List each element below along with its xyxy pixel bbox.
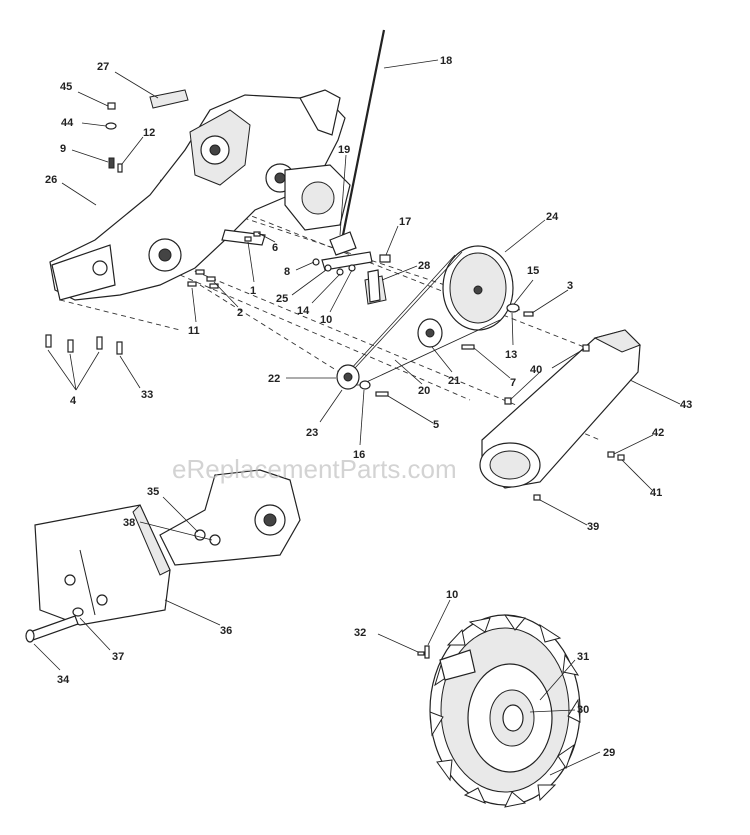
callout-35: 35 xyxy=(147,486,159,498)
callout-10-upper: 10 xyxy=(320,314,332,326)
callout-10-lower: 10 xyxy=(446,589,458,601)
callout-24: 24 xyxy=(546,211,559,223)
callout-6: 6 xyxy=(272,242,278,254)
callout-26: 26 xyxy=(45,174,57,186)
callout-31: 31 xyxy=(577,651,589,663)
callout-21: 21 xyxy=(448,375,460,387)
callout-28: 28 xyxy=(418,260,430,272)
callout-22: 22 xyxy=(268,373,280,385)
callout-4: 4 xyxy=(70,395,77,407)
callout-16: 16 xyxy=(353,449,365,461)
callout-2: 2 xyxy=(237,307,243,319)
callout-37: 37 xyxy=(112,651,124,663)
callout-32: 32 xyxy=(354,627,366,639)
callout-29: 29 xyxy=(603,747,615,759)
callout-27: 27 xyxy=(97,61,109,73)
tire-treads xyxy=(429,614,581,808)
callout-20: 20 xyxy=(418,385,430,397)
callout-18: 18 xyxy=(440,55,452,67)
callout-5: 5 xyxy=(433,419,439,431)
front-weight-assembly xyxy=(25,469,301,643)
callout-36: 36 xyxy=(220,625,232,637)
callout-7: 7 xyxy=(510,377,516,389)
callout-33: 33 xyxy=(141,389,153,401)
callout-19: 19 xyxy=(338,144,350,156)
callout-44: 44 xyxy=(61,117,74,129)
callout-23: 23 xyxy=(306,427,318,439)
watermark: eReplacementParts.com xyxy=(172,454,457,484)
callout-39: 39 xyxy=(587,521,599,533)
callout-17: 17 xyxy=(399,216,411,228)
callout-40: 40 xyxy=(530,364,542,376)
callout-12: 12 xyxy=(143,127,155,139)
belt-drive xyxy=(336,245,514,390)
callout-14: 14 xyxy=(297,305,310,317)
hardware xyxy=(45,102,625,501)
callout-30: 30 xyxy=(577,704,589,716)
belt-cover xyxy=(479,329,641,489)
callout-25: 25 xyxy=(276,293,288,305)
callout-1: 1 xyxy=(250,285,256,297)
callout-13: 13 xyxy=(505,349,517,361)
callout-11: 11 xyxy=(188,325,200,337)
callout-34: 34 xyxy=(57,674,70,686)
callout-3: 3 xyxy=(567,280,573,292)
callout-41: 41 xyxy=(650,487,662,499)
callout-9: 9 xyxy=(60,143,66,155)
callout-43: 43 xyxy=(680,399,692,411)
callout-42: 42 xyxy=(652,427,664,439)
shift-rod xyxy=(321,29,386,271)
callout-8: 8 xyxy=(284,266,290,278)
callout-38: 38 xyxy=(123,517,135,529)
tine-frame-assembly xyxy=(49,89,351,301)
callout-15: 15 xyxy=(527,265,539,277)
callout-45: 45 xyxy=(60,81,72,93)
callouts: 27 45 44 9 12 26 18 19 6 17 24 28 xyxy=(33,55,692,776)
